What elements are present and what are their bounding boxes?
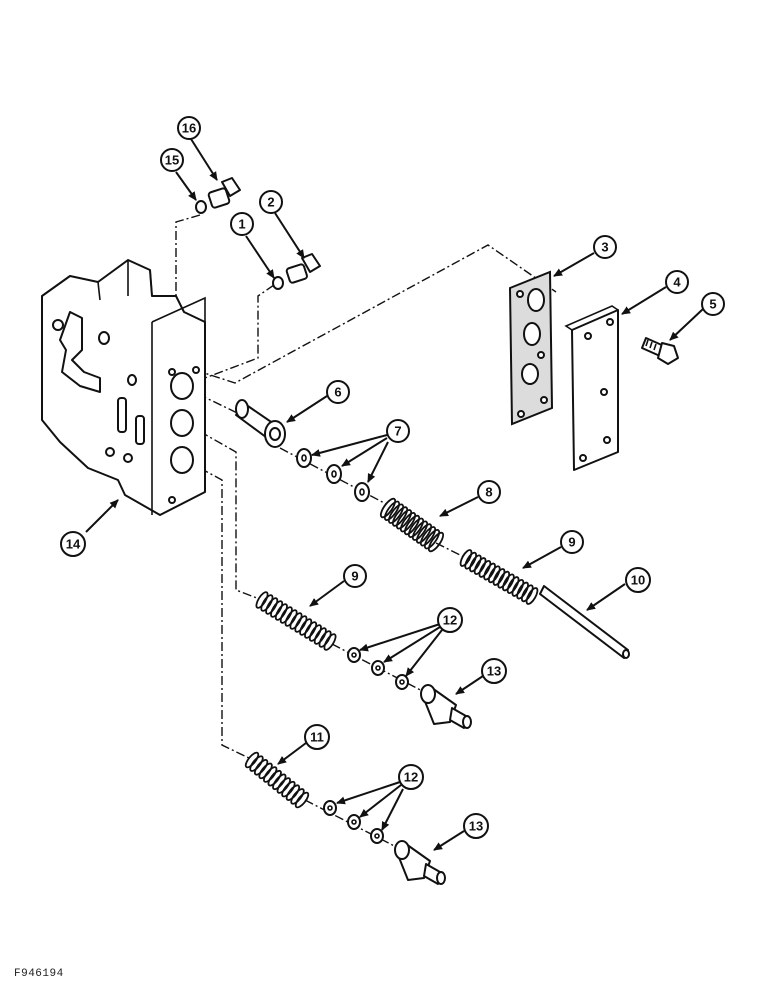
assembly-centerlines [151, 214, 557, 853]
svg-text:10: 10 [631, 573, 645, 588]
spool [235, 399, 286, 448]
callout-6: 6 [326, 380, 350, 404]
spring-9-upper [459, 549, 539, 605]
svg-text:13: 13 [469, 819, 483, 834]
callout-13-lower: 13 [463, 813, 489, 839]
svg-text:8: 8 [485, 485, 492, 500]
svg-text:15: 15 [165, 153, 179, 168]
svg-text:12: 12 [443, 613, 457, 628]
svg-text:14: 14 [66, 537, 81, 552]
callout-2: 2 [259, 190, 283, 214]
callout-8: 8 [477, 480, 501, 504]
plug-16-and-washer-15 [195, 177, 241, 214]
callout-4: 4 [665, 270, 689, 294]
shim-set-7 [296, 448, 370, 502]
svg-text:13: 13 [487, 664, 501, 679]
svg-text:6: 6 [334, 385, 341, 400]
plunger-13-lower [394, 840, 446, 885]
gasket [508, 270, 554, 426]
svg-text:7: 7 [394, 424, 401, 439]
spring-8 [379, 497, 445, 553]
spring-9-lower [255, 591, 337, 651]
cover-plate [564, 305, 619, 471]
callout-11: 11 [304, 724, 330, 750]
svg-text:4: 4 [673, 275, 681, 290]
callout-14: 14 [60, 531, 86, 557]
callout-10: 10 [625, 567, 651, 593]
callout-7: 7 [386, 419, 410, 443]
callout-9-lower: 9 [343, 564, 367, 588]
leader-lines [85, 138, 704, 851]
svg-text:11: 11 [310, 730, 324, 745]
plug-2-and-washer-1 [272, 253, 321, 290]
svg-text:16: 16 [182, 121, 196, 136]
callout-13-upper: 13 [481, 658, 507, 684]
plunger-13-upper [420, 684, 472, 729]
svg-text:12: 12 [404, 770, 418, 785]
callout-12-lower: 12 [398, 764, 424, 790]
shim-set-12-upper [347, 647, 409, 690]
pin [539, 585, 630, 659]
svg-text:5: 5 [709, 297, 716, 312]
svg-text:9: 9 [351, 569, 358, 584]
callout-3: 3 [593, 235, 617, 259]
callout-12-upper: 12 [437, 607, 463, 633]
spring-11 [244, 751, 310, 809]
callout-16: 16 [177, 116, 201, 140]
svg-text:2: 2 [267, 195, 274, 210]
svg-text:3: 3 [601, 240, 608, 255]
callout-15: 15 [160, 148, 184, 172]
svg-text:9: 9 [568, 535, 575, 550]
shim-set-12-lower [323, 800, 384, 844]
svg-text:1: 1 [238, 217, 245, 232]
callout-9-upper: 9 [560, 530, 584, 554]
callout-5: 5 [701, 292, 725, 316]
figure-id: F946194 [14, 968, 64, 980]
callout-1: 1 [230, 212, 254, 236]
valve-body [41, 259, 206, 516]
bolt [641, 337, 679, 365]
